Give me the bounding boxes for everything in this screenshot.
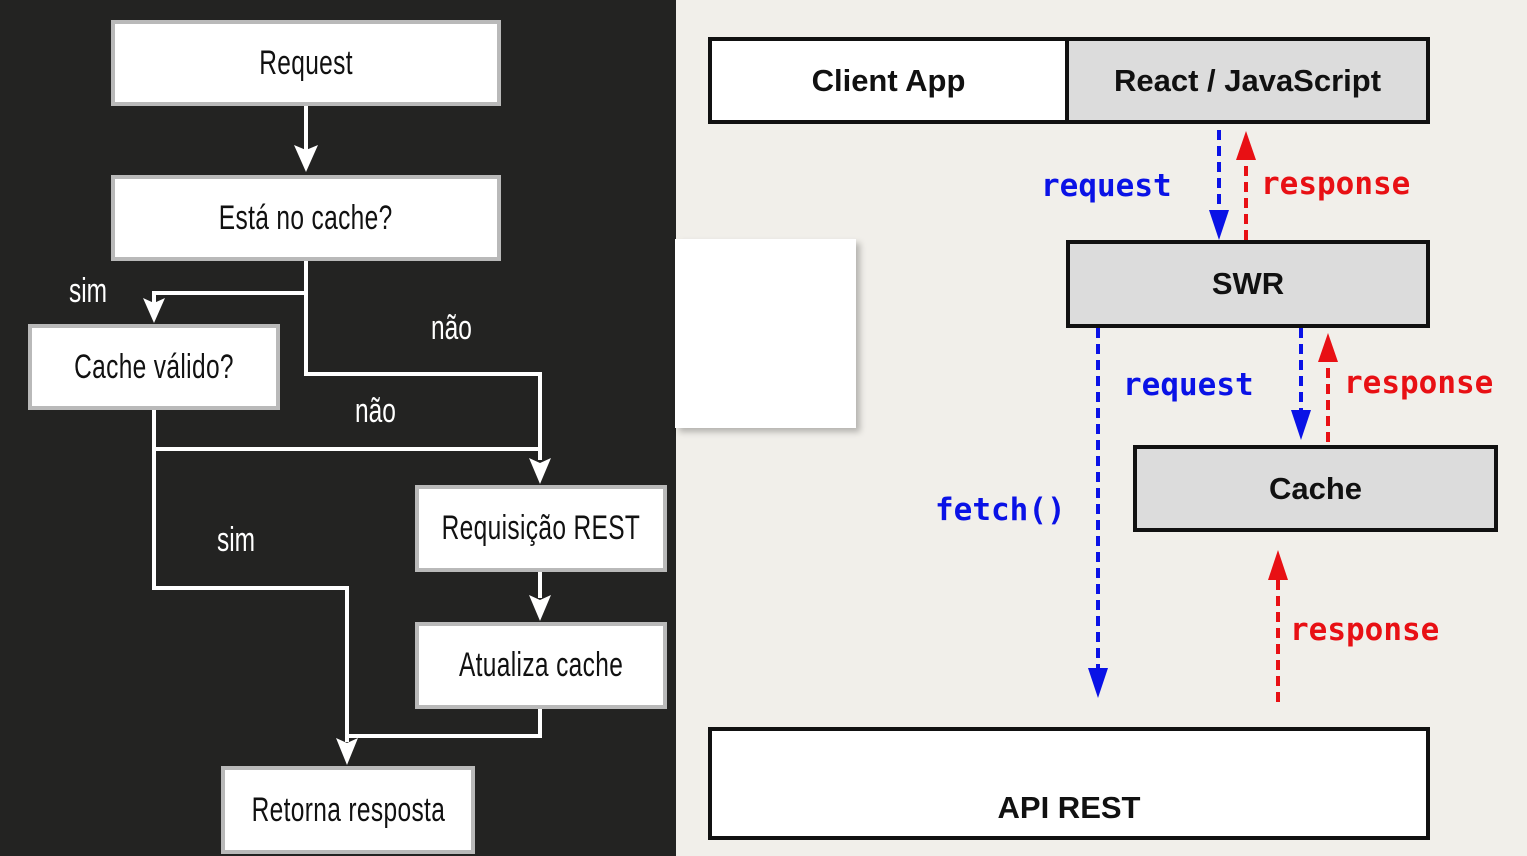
node-request: Request [111,20,501,106]
client-tech-label: React / JavaScript [1113,62,1382,98]
node-return-response: Retorna resposta [221,766,475,854]
node-in-cache-label: Está no cache? [219,198,393,237]
label-in-cache-no: não [431,309,472,347]
client-app-box: Client App [708,37,1069,124]
client-app-label: Client App [811,62,966,98]
edge-update-to-return [347,706,542,738]
node-rest-request-label: Requisição REST [441,509,641,547]
blank-overlay-card [675,239,856,428]
label-fetch: fetch() [935,492,1066,528]
label-client-request: request [1041,168,1172,204]
cache-box: Cache [1133,445,1498,532]
node-return-response-label: Retorna resposta [251,790,445,829]
label-cache-valid-yes: sim [217,521,256,559]
node-in-cache: Está no cache? [111,175,501,261]
label-swr-request: request [1123,367,1254,403]
client-tech-box: React / JavaScript [1065,37,1430,124]
flowchart-connectors [143,104,551,765]
label-cache-valid-no: não [355,392,396,430]
label-swr-response: response [1344,365,1494,401]
node-update-cache: Atualiza cache [415,622,667,709]
swr-label: SWR [1211,266,1285,301]
edge-cache-valid-no [152,407,540,451]
flowchart-panel: Request Está no cache? Cache válido? Req… [0,0,676,856]
node-update-cache-label: Atualiza cache [458,646,624,684]
swr-box: SWR [1066,240,1430,328]
architecture-panel: Client App React / JavaScript SWR Cache … [676,0,1527,856]
node-cache-valid-label: Cache válido? [74,347,234,386]
api-rest-label: API REST [997,790,1141,825]
edge-in-cache-no [304,293,542,460]
node-cache-valid: Cache válido? [28,324,280,410]
node-request-label: Request [259,43,353,82]
api-rest-box: API REST [708,727,1430,840]
node-rest-request: Requisição REST [415,485,667,572]
label-api-response: response [1290,612,1440,648]
edge-cache-valid-yes [152,449,349,742]
label-client-response: response [1261,166,1411,202]
cache-label: Cache [1268,470,1363,506]
edge-in-cache-yes [152,259,308,305]
label-in-cache-yes: sim [69,272,108,310]
